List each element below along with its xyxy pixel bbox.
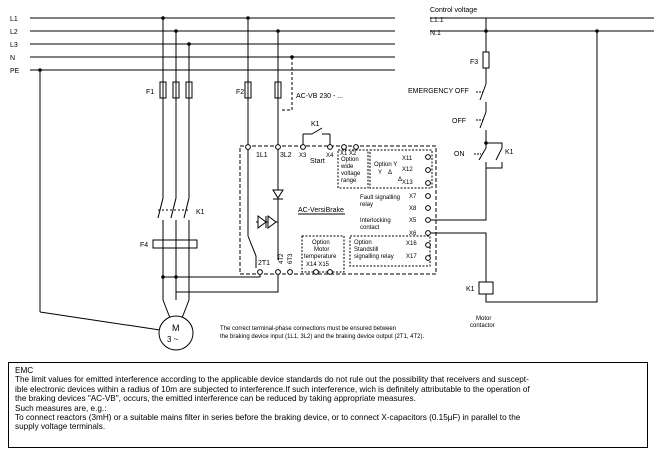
svg-text:temperature: temperature [304, 254, 337, 260]
svg-text:Option: Option [312, 240, 330, 246]
main-circuit [39, 18, 190, 312]
motor-contactor-label-2: contactor [470, 323, 495, 329]
terminal-3l2: 3L2 [280, 152, 292, 159]
option-standstill: Option Standstill signalling relay X16 X… [354, 240, 417, 260]
svg-text:X12: X12 [402, 167, 413, 173]
terminal-x8: X8 [409, 206, 417, 212]
interlocking-label-2: contact [360, 225, 380, 231]
emc-line: supply voltage terminals. [15, 422, 106, 432]
svg-text:range: range [341, 178, 357, 184]
fault-relay-label-2: relay [360, 202, 373, 208]
fuse-f2-label: F2 [236, 89, 244, 96]
start-contact-k1 [302, 127, 331, 145]
fuse-f3-label: F3 [470, 59, 478, 66]
motor-symbol: M [172, 323, 180, 333]
coil-k1-label: K1 [466, 286, 475, 293]
terminal-1l1: 1L1 [256, 152, 268, 159]
emc-line: the braking devices "AC-VB", occurs, the… [15, 394, 416, 404]
emc-title: EMC [15, 366, 34, 375]
terminal-x5: X5 [409, 218, 417, 224]
versibrake-label: AC-VersiBrake [298, 207, 344, 214]
option-motor-temperature: Option Motor temperature X14 X15 [304, 240, 337, 268]
fuse-f2 [244, 81, 282, 99]
svg-text:Y: Y [378, 170, 382, 176]
terminal-x1x2: X1 X2 [340, 151, 357, 157]
contactor-k1-label: K1 [196, 209, 205, 216]
line-label-l1: L1 [10, 16, 18, 23]
terminal-x6: X6 [409, 231, 417, 237]
svg-text:X11: X11 [402, 156, 413, 162]
fuse-f1 [159, 81, 193, 99]
supply-lines [30, 17, 395, 71]
overload-f4 [152, 239, 198, 249]
emergency-off-label: EMERGENCY OFF [408, 88, 469, 95]
svg-text:voltage: voltage [341, 171, 361, 177]
option-y-delta: Option Y Y Δ Δ X11 X12 X13 [374, 156, 413, 186]
svg-text:X16: X16 [406, 241, 417, 247]
svg-text:Option: Option [354, 240, 372, 246]
svg-text:Motor: Motor [314, 247, 329, 253]
terminal-4t2: 4T2 [279, 253, 285, 264]
terminal-6t3: 6T3 [288, 253, 294, 264]
line-label-l3: L3 [10, 42, 18, 49]
emc-line: To connect reactors (3mH) or a suitable … [15, 413, 521, 423]
y-delta-terminals [425, 154, 431, 186]
terminal-x3: X3 [299, 153, 307, 159]
emc-line: The limit values for emitted interferenc… [15, 375, 529, 385]
emc-note-box: EMC The limit values for emitted interfe… [8, 362, 648, 448]
line-label-pe: PE [10, 68, 20, 75]
emc-line: ible electronic devices within a radius … [15, 384, 530, 394]
start-label: Start [310, 158, 325, 165]
svg-text:signalling relay: signalling relay [354, 254, 394, 260]
fuse-f1-label: F1 [146, 89, 154, 96]
svg-text:X17: X17 [406, 254, 417, 260]
emc-line: Such measures are, e.g.: [15, 403, 107, 413]
start-contact-k1-label: K1 [311, 121, 320, 128]
terminal-2t1: 2T1 [258, 260, 270, 267]
option-wide-voltage: Option wide voltage range [340, 157, 361, 184]
output-terminals [257, 269, 293, 275]
svg-text:Δ: Δ [398, 177, 402, 183]
input-terminals [245, 144, 359, 150]
control-circuit [430, 17, 654, 303]
line-label-n: N [10, 55, 15, 62]
line-label-l2: L2 [10, 29, 18, 36]
control-voltage-label: Control voltage [430, 7, 477, 14]
holding-contact-k1-label: K1 [505, 149, 514, 156]
control-line-l11: L1.1 [430, 17, 444, 24]
on-label: ON [454, 151, 465, 158]
svg-text:wide: wide [340, 164, 354, 170]
off-label: OFF [452, 118, 466, 125]
right-terminals [425, 193, 431, 236]
fault-relay-label-1: Fault signalling [360, 195, 400, 201]
versibrake-device-border [239, 145, 437, 275]
svg-text:Standstill: Standstill [354, 247, 378, 253]
terminal-x7: X7 [409, 194, 417, 200]
svg-text:X13: X13 [402, 180, 413, 186]
motor-contactor-label-1: Motor [476, 316, 491, 322]
terminal-note-line-1: The correct terminal-phase connections m… [220, 326, 396, 332]
ac-vb-label: AC-VB 230 - ... [296, 93, 343, 100]
overload-f4-label: F4 [140, 242, 148, 249]
motor-phase: 3 ~ [167, 335, 179, 344]
motor [39, 299, 194, 351]
terminal-note-line-2: the braking device input (1L1, 3L2) and … [220, 334, 424, 340]
svg-text:Δ: Δ [388, 170, 392, 176]
internal-semiconductors [247, 150, 284, 268]
control-line-n1: N.1 [430, 30, 441, 37]
svg-text:Option Y: Option Y [374, 162, 397, 168]
contactor-k1-main [157, 197, 193, 220]
svg-text:X14 X15: X14 X15 [306, 262, 330, 268]
svg-text:Option: Option [341, 157, 359, 163]
interlocking-label-1: Interlocking [360, 218, 391, 224]
terminal-x4: X4 [326, 153, 334, 159]
